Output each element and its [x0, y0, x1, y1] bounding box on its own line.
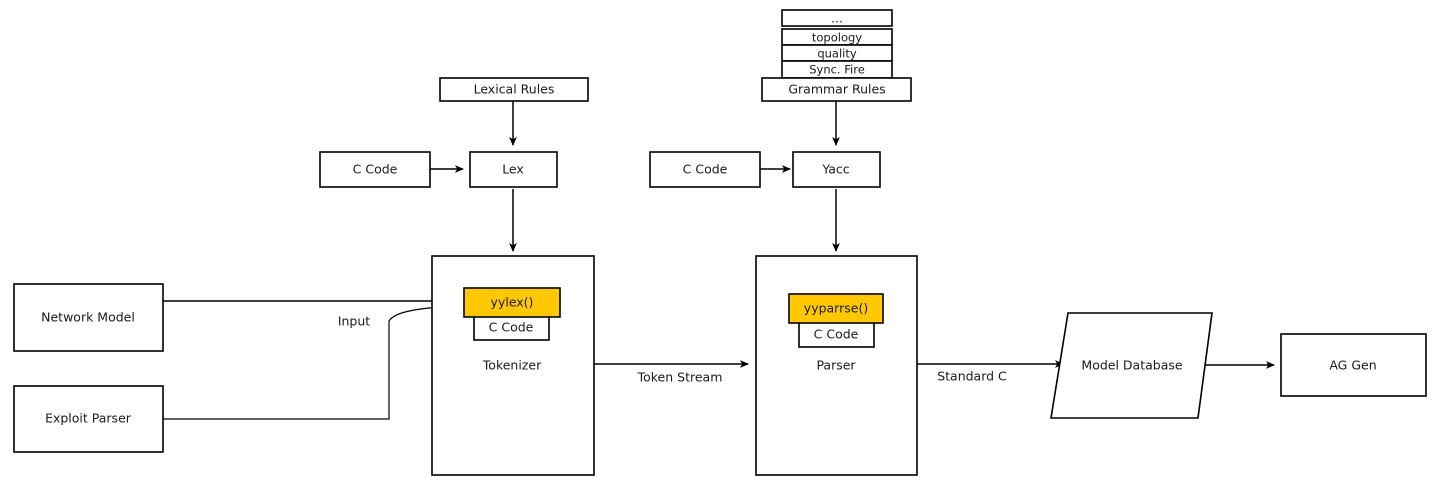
node-tokenizer[interactable]: Tokenizer C Code yylex() — [431, 255, 595, 476]
yyparrse-box[interactable] — [788, 293, 884, 324]
yacc-box[interactable] — [792, 151, 881, 188]
node-parser[interactable]: Parser C Code yyparrse() — [755, 255, 918, 476]
grammar-stack-item-0-box — [781, 9, 893, 27]
lex-box[interactable] — [469, 151, 558, 188]
parser-label: Parser — [816, 358, 856, 373]
grammar-stack-item-1-label: topology — [812, 31, 862, 45]
node-lex[interactable]: Lex — [469, 151, 558, 188]
c-code-lex-box[interactable] — [319, 151, 431, 188]
ag-gen-box[interactable] — [1280, 333, 1427, 397]
grammar-rules-stack: ... topology quality Sync. Fire — [781, 9, 893, 79]
node-lexical-rules[interactable]: Lexical Rules — [439, 77, 589, 102]
parser-c-code-box[interactable] — [798, 321, 875, 348]
edge-exploit-parser-to-yylex — [163, 301, 465, 420]
edge-label-standard-c: Standard C — [937, 369, 1007, 384]
grammar-stack-item-0-label: ... — [831, 11, 843, 26]
yacc-label: Yacc — [821, 162, 849, 177]
node-c-code-lex[interactable]: C Code — [319, 151, 431, 188]
lex-label: Lex — [502, 162, 524, 177]
node-grammar-rules[interactable]: Grammar Rules — [761, 77, 912, 102]
edge-label-token-stream: Token Stream — [637, 370, 723, 385]
tokenizer-c-code-box[interactable] — [473, 314, 550, 341]
grammar-rules-box[interactable] — [761, 77, 912, 102]
model-database-label: Model Database — [1081, 358, 1182, 373]
network-model-label: Network Model — [41, 310, 135, 325]
yyparrse-label: yyparrse() — [804, 301, 868, 316]
node-network-model[interactable]: Network Model — [13, 283, 164, 352]
grammar-rules-label: Grammar Rules — [788, 82, 885, 97]
lexical-rules-label: Lexical Rules — [474, 82, 555, 97]
node-c-code-yacc[interactable]: C Code — [649, 151, 761, 188]
exploit-parser-label: Exploit Parser — [45, 411, 132, 426]
yylex-label: yylex() — [491, 295, 534, 310]
network-model-box[interactable] — [13, 283, 164, 352]
tokenizer-c-code-label: C Code — [489, 320, 534, 335]
tokenizer-label: Tokenizer — [482, 358, 542, 373]
model-database-shape[interactable] — [1050, 312, 1213, 419]
parser-c-code-label: C Code — [814, 327, 859, 342]
node-ag-gen[interactable]: AG Gen — [1280, 333, 1427, 397]
c-code-yacc-box[interactable] — [649, 151, 761, 188]
node-exploit-parser[interactable]: Exploit Parser — [13, 385, 164, 453]
node-yacc[interactable]: Yacc — [792, 151, 881, 188]
grammar-stack-item-2-label: quality — [817, 47, 857, 61]
ag-gen-label: AG Gen — [1329, 358, 1376, 373]
grammar-stack-item-3-label: Sync. Fire — [809, 63, 865, 77]
edge-label-input: Input — [338, 314, 370, 329]
exploit-parser-box[interactable] — [13, 385, 164, 453]
node-model-database[interactable]: Model Database — [1050, 312, 1213, 419]
yylex-box[interactable] — [463, 287, 561, 318]
parser-box[interactable] — [755, 255, 918, 476]
lexical-rules-box[interactable] — [439, 77, 589, 102]
c-code-yacc-label: C Code — [683, 162, 728, 177]
c-code-lex-label: C Code — [353, 162, 398, 177]
